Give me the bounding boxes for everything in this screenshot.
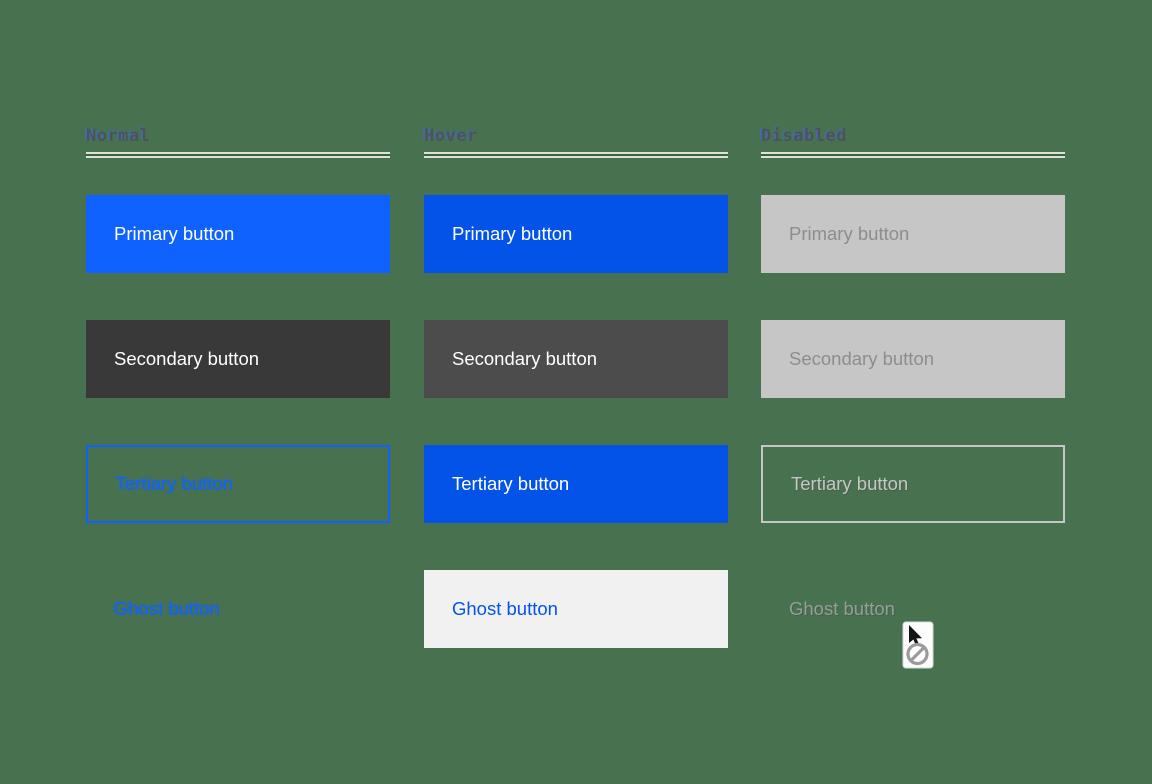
ghost-button-disabled-label: Ghost button <box>789 597 895 619</box>
tertiary-button-hover[interactable]: Tertiary button <box>424 445 728 523</box>
secondary-button-normal[interactable]: Secondary button <box>86 320 390 398</box>
not-allowed-cursor-icon <box>902 621 934 669</box>
column-header-rule <box>424 152 728 158</box>
column-header-rule <box>86 152 390 158</box>
column-normal: Normal Primary button Secondary button T… <box>86 126 390 648</box>
tertiary-button-normal[interactable]: Tertiary button <box>86 445 390 523</box>
secondary-button-hover[interactable]: Secondary button <box>424 320 728 398</box>
primary-button-hover[interactable]: Primary button <box>424 195 728 273</box>
ghost-button-normal[interactable]: Ghost button <box>86 570 390 648</box>
column-header-hover: Hover <box>424 126 478 146</box>
ghost-button-disabled: Ghost button <box>761 570 1065 669</box>
column-hover: Hover Primary button Secondary button Te… <box>424 126 728 648</box>
column-header-disabled: Disabled <box>761 126 847 146</box>
primary-button-disabled: Primary button <box>761 195 1065 273</box>
ghost-button-hover[interactable]: Ghost button <box>424 570 728 648</box>
column-disabled: Disabled Primary button Secondary button… <box>761 126 1065 669</box>
tertiary-button-disabled: Tertiary button <box>761 445 1065 523</box>
column-header-normal: Normal <box>86 126 151 146</box>
primary-button-normal[interactable]: Primary button <box>86 195 390 273</box>
column-header-rule <box>761 152 1065 158</box>
secondary-button-disabled: Secondary button <box>761 320 1065 398</box>
